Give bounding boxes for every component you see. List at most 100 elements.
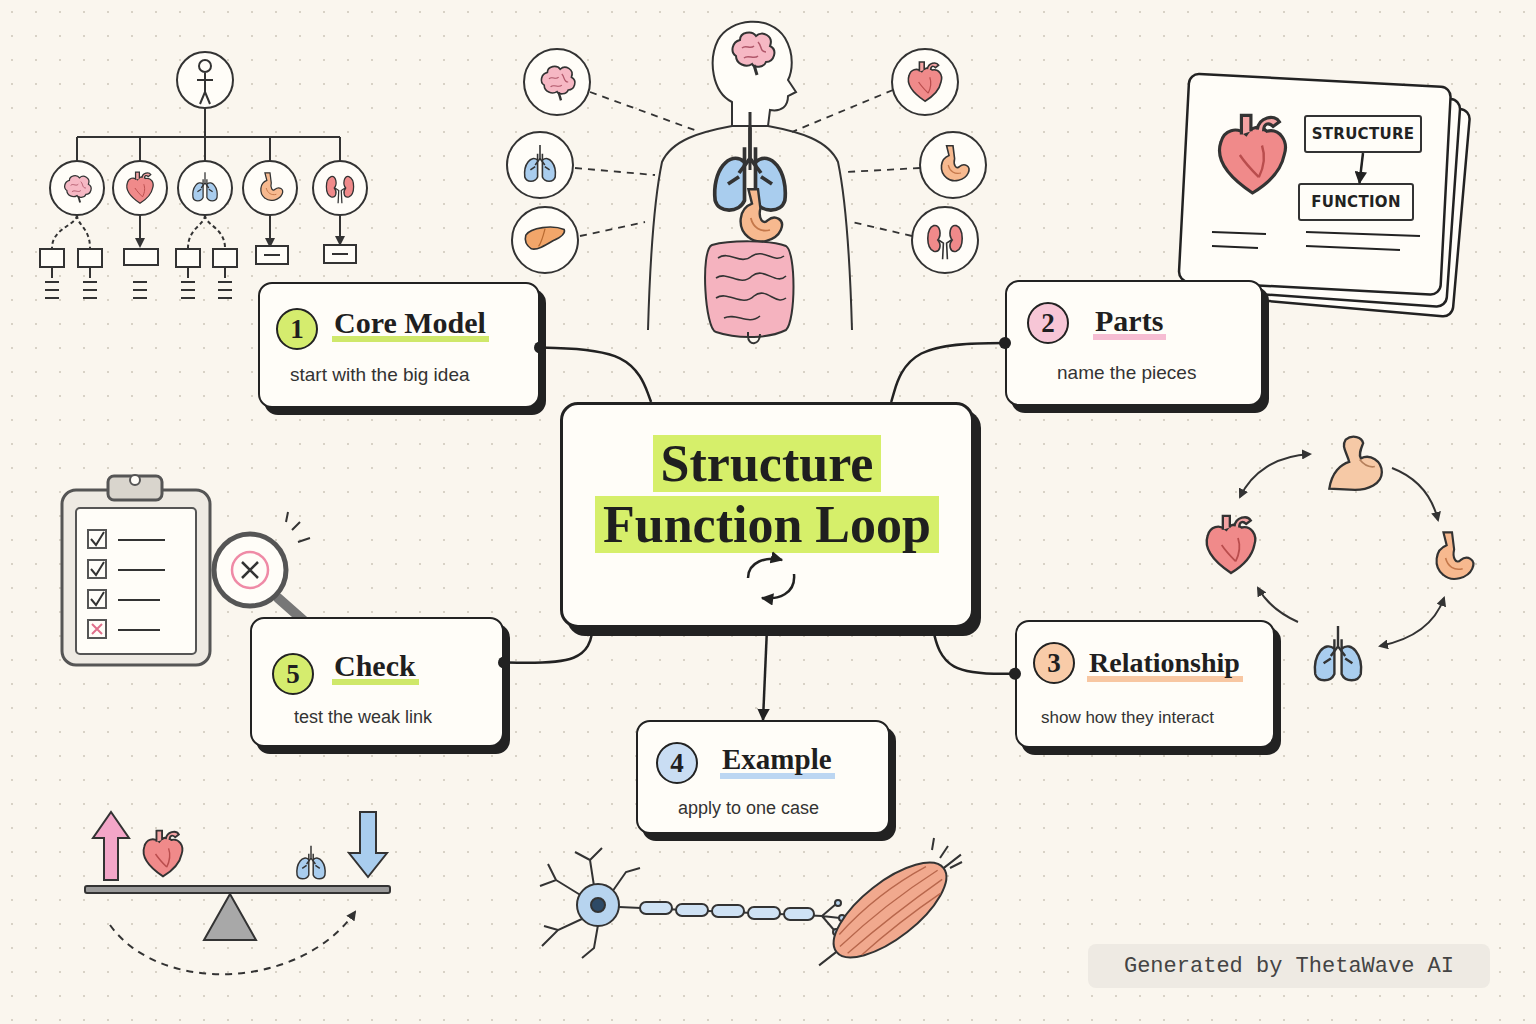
organ-icons — [507, 132, 573, 198]
watermark: Generated by ThetaWave AI — [1124, 954, 1454, 979]
callout-number: 4 — [670, 750, 684, 777]
step-box: Parts name the pieces 2 — [1005, 280, 1263, 406]
body-illustration — [705, 241, 793, 337]
hierarchy-illustration — [243, 161, 297, 215]
text-frame: FUNCTION — [1300, 185, 1412, 219]
organ-icons — [928, 225, 962, 259]
loop-icon — [748, 559, 794, 599]
cycle-illustration — [1315, 626, 1361, 680]
seesaw-illustration — [85, 886, 390, 893]
connector — [504, 628, 593, 663]
step-box: Check test the weak link 5 — [250, 617, 504, 747]
magnifier-illustration — [286, 512, 310, 542]
watermark-box: Generated by ThetaWave AI — [1088, 944, 1490, 988]
muscle-illustration — [932, 838, 962, 868]
connector-dot — [999, 337, 1011, 349]
text-frame: 1 — [278, 310, 316, 348]
text-frame: test the weak link — [294, 707, 500, 729]
hierarchy-illustration — [40, 249, 64, 267]
magnifier-illustration — [214, 534, 286, 606]
connector — [763, 628, 767, 720]
text-frame: apply to one case — [678, 798, 888, 820]
seesaw-illustration — [297, 846, 325, 879]
hierarchy-illustration — [52, 215, 90, 248]
tag-text: FUNCTION — [1311, 193, 1401, 211]
tag-box: STRUCTURE — [1304, 115, 1422, 153]
connector-dot — [534, 342, 546, 354]
concept-title: Structure Function Loop — [595, 435, 939, 553]
callout-number: 5 — [286, 661, 300, 688]
clipboard-illustration — [88, 620, 106, 638]
number-badge: 3 — [1033, 642, 1075, 684]
seesaw-illustration — [85, 812, 390, 974]
box-subtitle: name the pieces — [1057, 362, 1196, 383]
hierarchy-illustration — [339, 215, 341, 244]
connector-dot — [1009, 668, 1021, 680]
text-frame: 3 — [1035, 644, 1073, 682]
organ-icons — [541, 66, 574, 100]
cycle-illustration — [1240, 454, 1310, 497]
step-box: Core Modelstart with the big idea1 — [258, 282, 540, 408]
text-frame: Structure Function Loop — [572, 433, 962, 556]
clipboard-illustration — [108, 476, 162, 500]
clipboard-illustration — [130, 475, 140, 485]
hierarchy-illustration — [77, 108, 340, 161]
text-frame: Core Model — [332, 306, 532, 342]
organ-icons — [941, 146, 969, 181]
neuron-illustration — [577, 884, 619, 926]
hierarchy-illustration — [50, 161, 104, 215]
muscle-illustration — [802, 833, 978, 988]
hierarchy-illustration — [178, 161, 232, 215]
connector-dot — [498, 657, 510, 669]
body-illustration — [733, 33, 775, 75]
muscle-illustration — [831, 859, 950, 963]
organ-icons — [575, 90, 920, 236]
magnifier-illustration — [232, 552, 268, 588]
hierarchy-illustration — [188, 215, 225, 248]
callout-number: 2 — [1041, 310, 1055, 337]
hierarchy-illustration — [199, 60, 211, 72]
text-frame: Relationship — [1087, 648, 1271, 682]
text-frame: Parts — [1093, 304, 1253, 340]
body-illustration — [648, 126, 852, 330]
text-frame: Check — [332, 649, 492, 685]
connector — [540, 348, 651, 402]
text-frame: name the pieces — [1057, 362, 1257, 385]
hierarchy-illustration — [213, 249, 237, 267]
connector — [1359, 153, 1363, 183]
body-illustration — [713, 22, 796, 126]
hierarchy-illustration — [264, 254, 348, 255]
number-badge: 1 — [276, 308, 318, 350]
hierarchy-illustration — [65, 176, 92, 203]
organ-icons — [908, 62, 941, 101]
tag-text: STRUCTURE — [1312, 125, 1415, 143]
hierarchy-illustration — [326, 176, 353, 203]
organ-icons — [507, 49, 986, 273]
box-title: Parts — [1093, 304, 1166, 340]
clipboard-illustration — [91, 532, 104, 605]
cycle-illustration — [1380, 598, 1444, 646]
connector — [891, 343, 1005, 402]
clipboard-illustration — [62, 475, 210, 665]
neuron-illustration — [640, 902, 672, 914]
neuron-illustration — [591, 898, 605, 912]
number-badge: 2 — [1027, 302, 1069, 344]
clipboard-illustration — [76, 508, 196, 654]
box-subtitle: test the weak link — [294, 707, 432, 727]
flashcard-illustration — [1220, 115, 1286, 193]
neuron-illustration — [835, 900, 841, 906]
neuron-illustration — [748, 907, 780, 919]
body-illustration — [741, 189, 782, 241]
concept-box: Structure Function Loop — [560, 402, 974, 628]
box-title: Relationship — [1087, 648, 1243, 682]
box-title: Core Model — [332, 306, 489, 342]
organ-icons — [525, 145, 556, 181]
hierarchy-illustration — [45, 282, 232, 298]
text-frame: STRUCTURE — [1306, 117, 1420, 151]
clipboard-illustration — [92, 624, 102, 634]
box-subtitle: apply to one case — [678, 798, 819, 818]
text-frame: 2 — [1029, 304, 1067, 342]
seesaw-illustration — [204, 894, 256, 940]
loop-icon — [748, 559, 782, 578]
organ-icons — [912, 207, 978, 273]
